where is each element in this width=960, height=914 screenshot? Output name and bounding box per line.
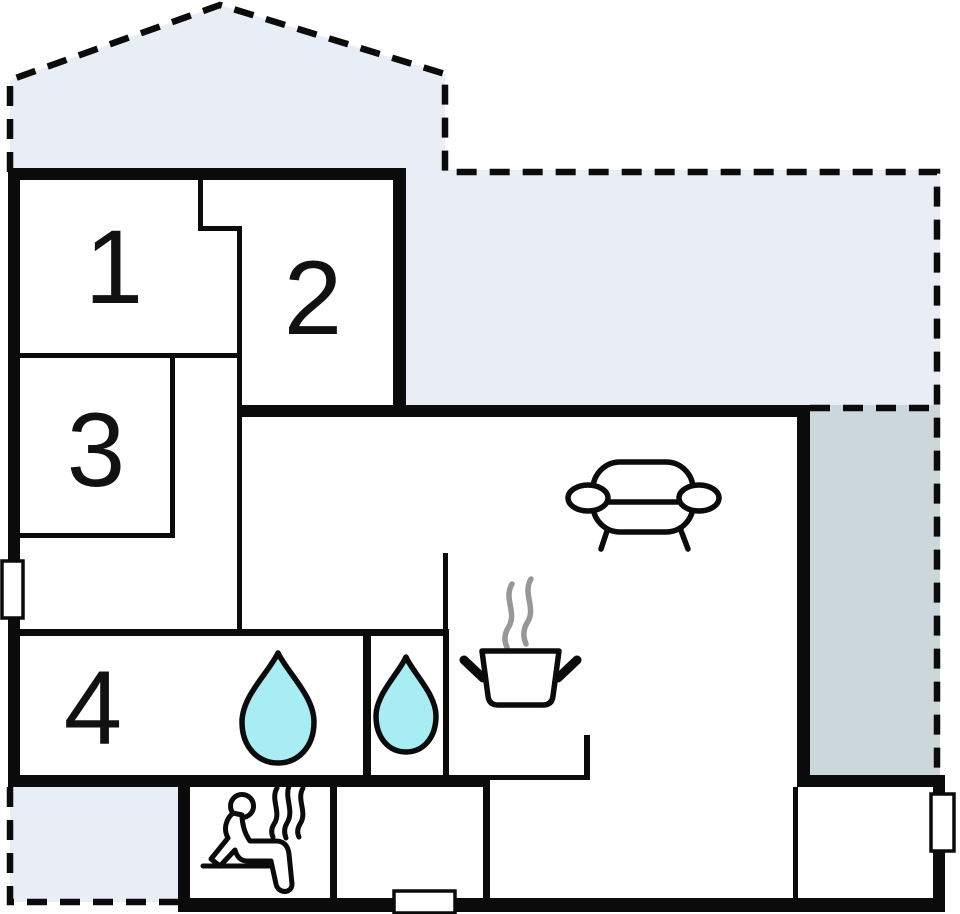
wall-segment [8, 168, 20, 787]
window-left [0, 559, 25, 620]
window-right [929, 792, 956, 853]
heat-wave [295, 785, 306, 840]
wall-segment [793, 787, 798, 903]
wall-segment [237, 226, 242, 636]
upper-right-area [400, 170, 940, 408]
wall-segment [443, 629, 449, 780]
wall-segment [178, 898, 945, 912]
room-labels: 1 2 3 4 [64, 209, 342, 767]
room-label-4: 4 [64, 650, 122, 767]
wall-segment [330, 780, 337, 912]
wall-segment [198, 180, 203, 231]
wall-segment [443, 553, 448, 636]
steam-wave [502, 581, 515, 650]
pot-handle [553, 655, 582, 683]
pot-body [479, 648, 562, 708]
side-terrace-area [800, 405, 940, 777]
sauna-person-body [208, 810, 295, 894]
lower-left-area [10, 787, 178, 902]
wall-segment [178, 775, 190, 912]
room-label-2: 2 [284, 240, 342, 357]
wall-segment [10, 629, 448, 636]
room-label-1: 1 [85, 209, 143, 326]
cooking-pot-icon [459, 576, 582, 708]
wall-segment [20, 353, 242, 358]
bathroom-icons [239, 650, 439, 766]
sauna-person-icon [200, 781, 306, 894]
wall-segment [170, 353, 175, 538]
wall-segment [584, 735, 590, 780]
lower-left-dashed [6, 787, 180, 906]
wall-segment [20, 533, 175, 538]
openings [0, 559, 956, 914]
wall-segment [797, 405, 810, 787]
pot-handle [459, 655, 488, 683]
room-label-3: 3 [67, 392, 125, 509]
dashed-boundaries [6, 1, 941, 906]
wall-segment [797, 775, 945, 787]
wall-segment [198, 226, 242, 231]
wall-segment [363, 629, 371, 780]
sofa-armrest [676, 482, 722, 514]
wall-segment [393, 168, 406, 417]
wall-segment [237, 405, 810, 417]
steam-wave [521, 576, 534, 647]
shaded-regions [10, 5, 940, 902]
heat-wave [269, 785, 280, 840]
water-drop-icon [239, 650, 317, 766]
roof-outline-dashed [6, 1, 941, 779]
wall-segment [487, 775, 590, 780]
entry-door [392, 889, 457, 914]
wall-segment [8, 775, 490, 787]
wall-segment [8, 168, 406, 180]
sofa-leg [677, 525, 691, 552]
roof-gable-area [10, 5, 445, 170]
sofa-armrest [565, 482, 611, 514]
wall-segment [483, 780, 490, 912]
sofa-icon [565, 459, 722, 552]
water-drop-icon [373, 654, 439, 755]
heat-wave [282, 781, 293, 841]
walls-interior [10, 180, 798, 912]
